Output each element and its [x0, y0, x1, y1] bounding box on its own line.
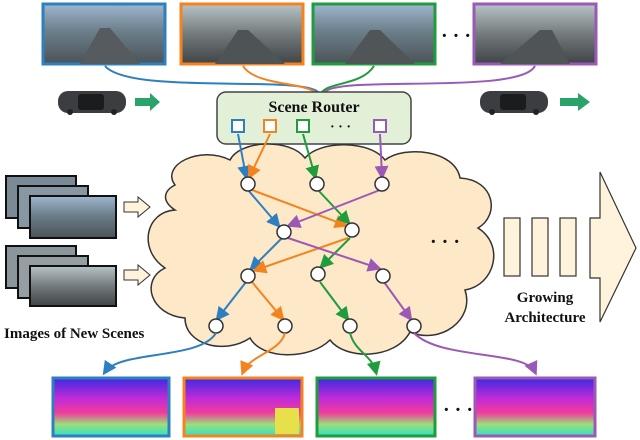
scene-to-router-purple [324, 65, 536, 93]
node [309, 176, 325, 192]
image-stack-icon [5, 245, 117, 307]
depth-output-1 [51, 376, 171, 438]
depth-output-4 [473, 376, 597, 438]
node [310, 266, 326, 282]
big-right-arrow-icon [503, 171, 637, 323]
cloud-ellipsis: · · · [430, 231, 460, 253]
scene-image-3 [311, 2, 437, 66]
depth-output-2 [182, 376, 304, 438]
router-slot-blue [231, 119, 245, 133]
node [240, 268, 256, 284]
scene-router-title: Scene Router [268, 99, 359, 116]
scene-image-2 [179, 2, 305, 66]
router-ellipsis: · · · [330, 120, 351, 135]
scene-image-4 [472, 2, 598, 66]
scene-router: Scene Router · · · [216, 91, 412, 145]
node [374, 176, 390, 192]
new-scenes-label: Images of New Scenes [4, 326, 145, 342]
router-slot-purple [373, 119, 387, 133]
scene-to-router-blue [104, 65, 319, 93]
growing-label-line2: Architecture [504, 310, 585, 326]
right-arrow-icon [135, 93, 160, 111]
scene-to-router-green [321, 65, 375, 93]
node [344, 222, 360, 238]
network-nodes [208, 176, 422, 334]
car-icon [480, 91, 548, 115]
growing-label-line1: Growing [517, 290, 574, 306]
node [342, 318, 358, 334]
node [240, 176, 256, 192]
top-ellipsis: · · · [441, 25, 471, 47]
node [277, 318, 293, 334]
scene-to-router-orange [242, 65, 316, 93]
depth-output-3 [315, 376, 437, 438]
router-slot-orange [263, 119, 277, 133]
node [375, 268, 391, 284]
right-arrow-icon [123, 263, 151, 287]
node [208, 318, 224, 334]
car-icon [58, 91, 126, 115]
right-arrow-icon [560, 93, 590, 111]
image-stack-icon [5, 175, 117, 239]
bottom-ellipsis: · · · [443, 399, 473, 421]
node [406, 318, 422, 334]
node [276, 224, 292, 240]
scene-image-1 [41, 2, 167, 66]
right-arrow-icon [123, 195, 151, 219]
router-slot-green [296, 119, 310, 133]
